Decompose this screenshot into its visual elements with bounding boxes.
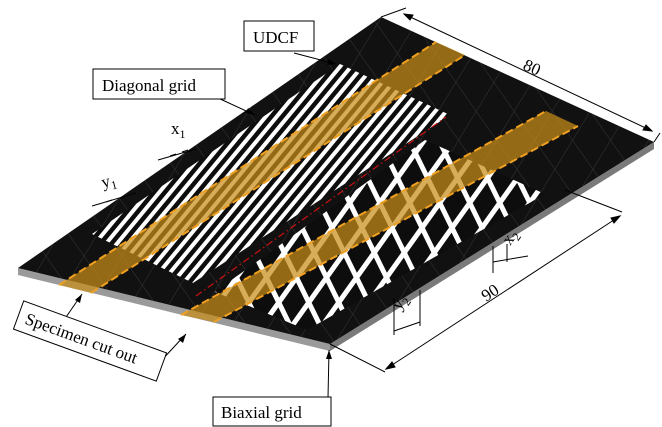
biaxial-grid-line bbox=[580, 0, 662, 427]
diagonal-grid-line bbox=[560, 0, 662, 400]
diagonal-grid-line bbox=[626, 0, 662, 400]
diagonal-grid-label-box bbox=[92, 68, 226, 100]
diagonal-grid-line bbox=[582, 0, 662, 400]
biaxial-grid-line bbox=[0, 0, 40, 427]
diagonal-grid-line bbox=[637, 0, 662, 400]
diagonal-grid-line bbox=[648, 0, 662, 400]
texture-line bbox=[18, 17, 89, 344]
dimension-y1-label: y1 bbox=[99, 170, 119, 195]
biaxial-grid-line bbox=[580, 0, 662, 427]
texture-line bbox=[625, 17, 654, 344]
dimension-90-label: 90 bbox=[478, 280, 503, 305]
texture-line bbox=[18, 17, 53, 344]
biaxial-grid-line bbox=[610, 0, 662, 427]
biaxial-grid-line bbox=[217, 140, 433, 330]
udcf-label-box bbox=[243, 20, 315, 52]
texture-line bbox=[549, 17, 654, 344]
biaxial-grid-line bbox=[307, 140, 545, 330]
texture-line bbox=[549, 17, 654, 344]
dimension-80 bbox=[380, 7, 661, 143]
dimension-x1-label: x1 bbox=[171, 119, 186, 141]
texture-line bbox=[587, 17, 654, 344]
specimen-band-2 bbox=[181, 111, 578, 322]
diagonal-grid-line bbox=[571, 0, 662, 400]
texture-line bbox=[169, 17, 431, 344]
biaxial-grid-line bbox=[367, 140, 545, 330]
udcf-label: UDCF bbox=[253, 28, 298, 47]
biaxial-grid-label-box bbox=[212, 396, 332, 427]
texture-line bbox=[625, 17, 654, 344]
dimension-80-label: 80 bbox=[520, 55, 543, 79]
dimension-x2 bbox=[492, 244, 529, 273]
biaxial-grid-line bbox=[217, 140, 545, 330]
dimension-x1 bbox=[157, 148, 197, 161]
biaxial-grid-line bbox=[247, 140, 463, 330]
biaxial-grid-line bbox=[397, 140, 545, 330]
biaxial-grid-line bbox=[640, 0, 662, 427]
biaxial-grid-line bbox=[0, 0, 100, 427]
dimension-y1 bbox=[91, 192, 137, 207]
texture-line bbox=[587, 17, 654, 344]
dimension-y2 bbox=[393, 290, 421, 335]
biaxial-grid-line bbox=[610, 0, 662, 427]
biaxial-grid-line bbox=[215, 140, 533, 330]
biaxial-grid-line bbox=[640, 0, 662, 427]
biaxial-grid-label: Biaxial grid bbox=[221, 403, 302, 422]
texture-line bbox=[18, 17, 91, 344]
biaxial-grid-line bbox=[0, 0, 10, 427]
texture-line bbox=[0, 0, 14, 427]
diagonal-grid-line bbox=[615, 0, 662, 400]
specimen-band-1 bbox=[59, 42, 465, 293]
diagonal-grid-line bbox=[604, 0, 662, 400]
biaxial-grid-line bbox=[337, 140, 545, 330]
specimen-cut-out-label-box bbox=[12, 300, 168, 382]
texture-line bbox=[18, 17, 51, 344]
diagonal-grid-line bbox=[593, 0, 662, 400]
dimension-90 bbox=[329, 189, 623, 373]
biaxial-grid-line bbox=[550, 0, 662, 427]
texture-line bbox=[0, 0, 12, 427]
specimen-bands bbox=[58, 41, 579, 323]
biaxial-grid-line bbox=[0, 0, 70, 427]
biaxial-grid-line bbox=[337, 140, 545, 330]
plate-edge-right bbox=[330, 142, 654, 351]
biaxial-grid-line bbox=[550, 0, 662, 427]
diagonal-grid-label: Diagonal grid bbox=[102, 76, 196, 95]
